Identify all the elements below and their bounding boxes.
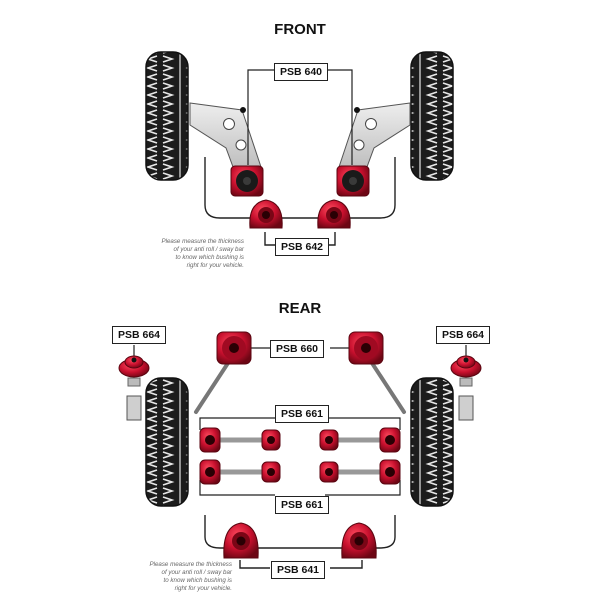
front-right-control-arm <box>337 102 411 176</box>
rear-right-sway-bar-bushing <box>341 522 377 559</box>
rear-section-title: REAR <box>278 300 322 317</box>
front-note-line-1: Please measure the thickness <box>161 238 244 245</box>
rear-left-tire <box>145 377 189 507</box>
front-note-line-4: right for your vehicle. <box>186 262 244 269</box>
rear-link-bushing-3 <box>319 429 339 451</box>
psb640-leader <box>247 69 353 165</box>
rear-upper-arms <box>194 358 406 414</box>
psb641-label: PSB 641 <box>271 561 326 579</box>
psb640-label: PSB 640 <box>274 63 329 81</box>
front-left-sway-bar-bushing <box>249 199 283 229</box>
rear-left-sway-bar-bushing <box>223 522 259 559</box>
psb661-top-label: PSB 661 <box>275 405 330 423</box>
psb642-label: PSB 642 <box>275 238 330 256</box>
rear-link-bushing-6 <box>261 461 281 483</box>
psb660-label: PSB 660 <box>270 340 325 358</box>
front-note-line-2: of your anti roll / sway bar <box>173 246 245 253</box>
psb661-bottom-label: PSB 661 <box>275 496 330 514</box>
psb664-left-label: PSB 664 <box>112 326 167 344</box>
right-top-mount-bushing <box>450 345 482 421</box>
rear-link-bushing-2 <box>261 429 281 451</box>
left-top-mount-bushing <box>118 345 150 421</box>
rear-link-bushing-1 <box>199 427 221 453</box>
front-left-control-arm-bushing <box>230 165 264 197</box>
rear-lateral-links <box>212 437 388 475</box>
front-measure-note: Please measure the thickness of your ant… <box>132 238 244 270</box>
rear-note-line-1: Please measure the thickness <box>149 561 232 568</box>
front-right-sway-bar-bushing <box>317 199 351 229</box>
rear-left-upper-arm-bushing <box>216 331 252 365</box>
rear-link-bushing-8 <box>379 459 401 485</box>
front-section-title: FRONT <box>274 21 326 38</box>
rear-link-bushing-4 <box>379 427 401 453</box>
front-right-tire <box>410 51 454 181</box>
rear-sway-bar <box>204 515 396 569</box>
rear-note-line-2: of your anti roll / sway bar <box>161 569 233 576</box>
rear-right-upper-arm-bushing <box>348 331 384 365</box>
psb661-top-bracket <box>199 417 401 430</box>
front-note-line-3: to know which bushing is <box>175 254 244 261</box>
rear-note-line-4: right for your vehicle. <box>174 585 232 592</box>
psb664-right-label: PSB 664 <box>436 326 491 344</box>
front-left-control-arm <box>189 102 263 176</box>
psb661-bottom-bracket <box>199 480 401 496</box>
rear-note-line-3: to know which bushing is <box>163 577 232 584</box>
rear-link-bushing-5 <box>199 459 221 485</box>
rear-right-tire <box>410 377 454 507</box>
front-left-tire <box>145 51 189 181</box>
front-right-control-arm-bushing <box>336 165 370 197</box>
rear-measure-note: Please measure the thickness of your ant… <box>120 561 232 593</box>
rear-link-bushing-7 <box>319 461 339 483</box>
